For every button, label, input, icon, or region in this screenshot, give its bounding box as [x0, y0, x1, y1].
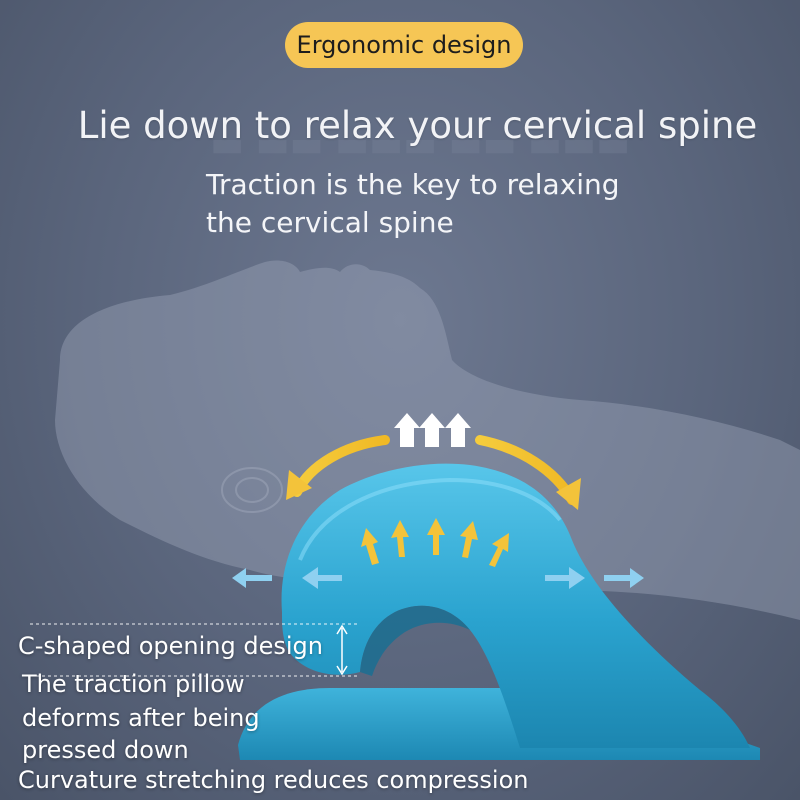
svg-text:▬ ▬▬ ▬▬▬ ▬▬ ▬▬▬: ▬ ▬▬ ▬▬▬ ▬▬ ▬▬▬: [210, 124, 630, 165]
curvature-label: Curvature stretching reduces compression: [18, 766, 529, 794]
deform-label-line: deforms after being: [22, 704, 260, 732]
subheadline-line: Traction is the key to relaxing: [206, 168, 620, 201]
c-shaped-opening-label: C-shaped opening design: [18, 632, 323, 660]
deform-label-line: pressed down: [22, 736, 189, 764]
up-arrow-icon: [394, 413, 471, 447]
up-arrow-icon: [361, 518, 509, 567]
subheadline-line: the cervical spine: [206, 206, 454, 239]
horizontal-arrow-icon: [232, 567, 644, 589]
feature-badge: Ergonomic design: [285, 22, 523, 68]
page-title: Lie down to relax your cervical spine: [77, 104, 758, 147]
subheadline: Traction is the key to relaxing the cerv…: [206, 166, 620, 242]
deform-label-line: The traction pillow: [22, 670, 245, 698]
opening-height-marker: [30, 623, 358, 677]
